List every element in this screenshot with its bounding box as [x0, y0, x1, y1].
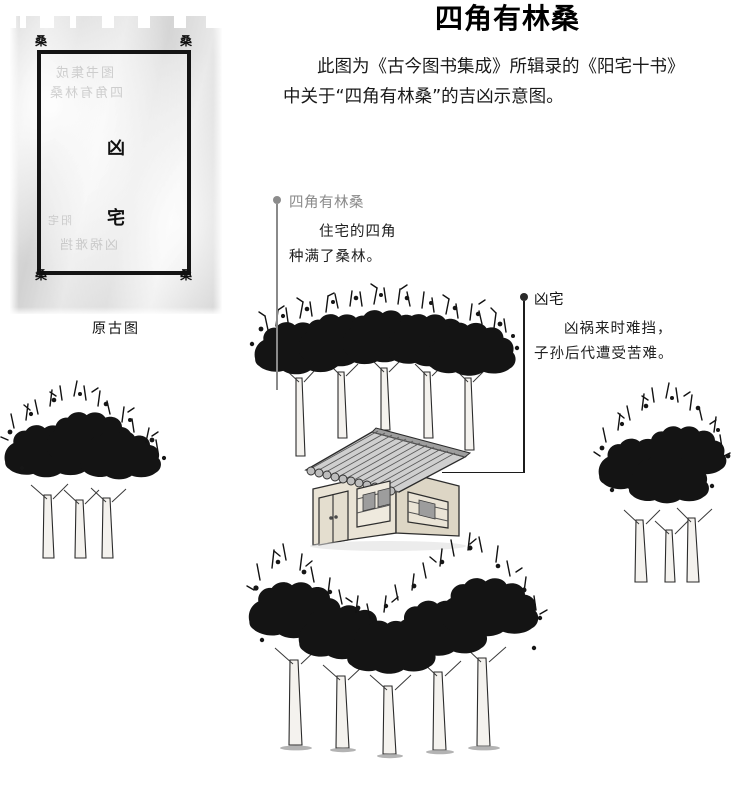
bottom-twigs — [246, 532, 548, 619]
intro-line-1: 此图为《古今图书集成》所辑录的《阳宅十书》 — [317, 57, 685, 77]
corner-mulberry-char-top-right: 桑 — [180, 34, 193, 48]
intro-line-2: 中关于“四角有林桑”的吉凶示意图。 — [283, 87, 564, 107]
left-leaf-specks — [7, 392, 167, 471]
aged-paper-background — [10, 16, 222, 314]
traditional-house — [304, 427, 472, 551]
house-ground-shadow — [310, 541, 466, 551]
callout-leader-line — [276, 204, 278, 390]
house-window-front — [356, 480, 391, 528]
left-canopies — [4, 412, 161, 480]
tree-cluster-bottom — [246, 532, 548, 759]
corner-mulberry-char-bottom-left: 桑 — [35, 268, 48, 282]
callout-body-line-2: 子孙后代遭受苦难。 — [534, 346, 674, 362]
right-canopies — [598, 426, 727, 504]
top-row-twigs — [258, 283, 507, 333]
corner-mulberry-char-bottom-right: 桑 — [180, 268, 193, 282]
house-door — [318, 490, 349, 546]
intro-paragraph: 此图为《古今图书集成》所辑录的《阳宅十书》 中关于“四角有林桑”的吉凶示意图。 — [283, 52, 731, 112]
bottom-leaf-specks — [253, 545, 543, 651]
callout-dot-icon — [273, 196, 281, 204]
top-row-leaf-specks — [249, 293, 520, 351]
bottom-canopies — [248, 578, 539, 674]
left-branches — [30, 483, 127, 505]
top-row-canopies — [254, 310, 516, 376]
right-leaf-specks — [599, 396, 731, 493]
callout-dot-icon — [520, 293, 528, 301]
corner-mulberry-char-top-left: 桑 — [35, 34, 48, 48]
callout-title: 四角有林桑 — [289, 195, 364, 211]
bottom-ground-marks — [258, 740, 526, 759]
door-handle-left — [329, 516, 333, 520]
bottom-branches — [274, 645, 507, 691]
top-row-trunks — [285, 359, 486, 457]
right-twigs — [593, 382, 731, 457]
tree-cluster-right — [593, 382, 731, 583]
house-boundary-rectangle — [37, 50, 191, 275]
paper-bottom-fade — [10, 307, 222, 314]
callout-body-line-1: 凶祸来时难挡， — [564, 321, 673, 337]
callout-body: 住宅的四角 种满了桑林。 — [289, 220, 397, 270]
frame-char-xiong: 凶 — [107, 138, 125, 159]
callout-body-line-1: 住宅的四角 — [319, 224, 397, 240]
left-twigs — [0, 380, 159, 453]
original-ancient-illustration: 图书集成 四角有林桑 阳宅 凶祸难挡 桑 桑 桑 桑 凶 宅 — [10, 16, 222, 314]
page-title: 四角有林桑 — [434, 2, 580, 35]
callout-title: 凶宅 — [534, 292, 564, 308]
torn-paper-top-edge — [10, 16, 222, 28]
callout-leader-line — [523, 301, 525, 473]
door-handle-right — [334, 515, 338, 519]
callout-body: 凶祸来时难挡， 子孙后代遭受苦难。 — [534, 317, 674, 367]
original-illustration-caption: 原古图 — [92, 321, 140, 337]
bottom-trunks — [288, 657, 491, 755]
right-trunks — [634, 517, 700, 583]
tree-cluster-left — [0, 380, 167, 559]
house-window-side — [407, 491, 449, 529]
right-branches — [623, 507, 713, 535]
tree-cluster-top — [249, 283, 520, 457]
left-trunks — [42, 494, 114, 559]
callout-body-line-2: 种满了桑林。 — [289, 249, 382, 265]
callout-leader-elbow — [442, 472, 524, 474]
paper-left-fade — [10, 16, 19, 314]
frame-char-zhai: 宅 — [107, 208, 125, 229]
